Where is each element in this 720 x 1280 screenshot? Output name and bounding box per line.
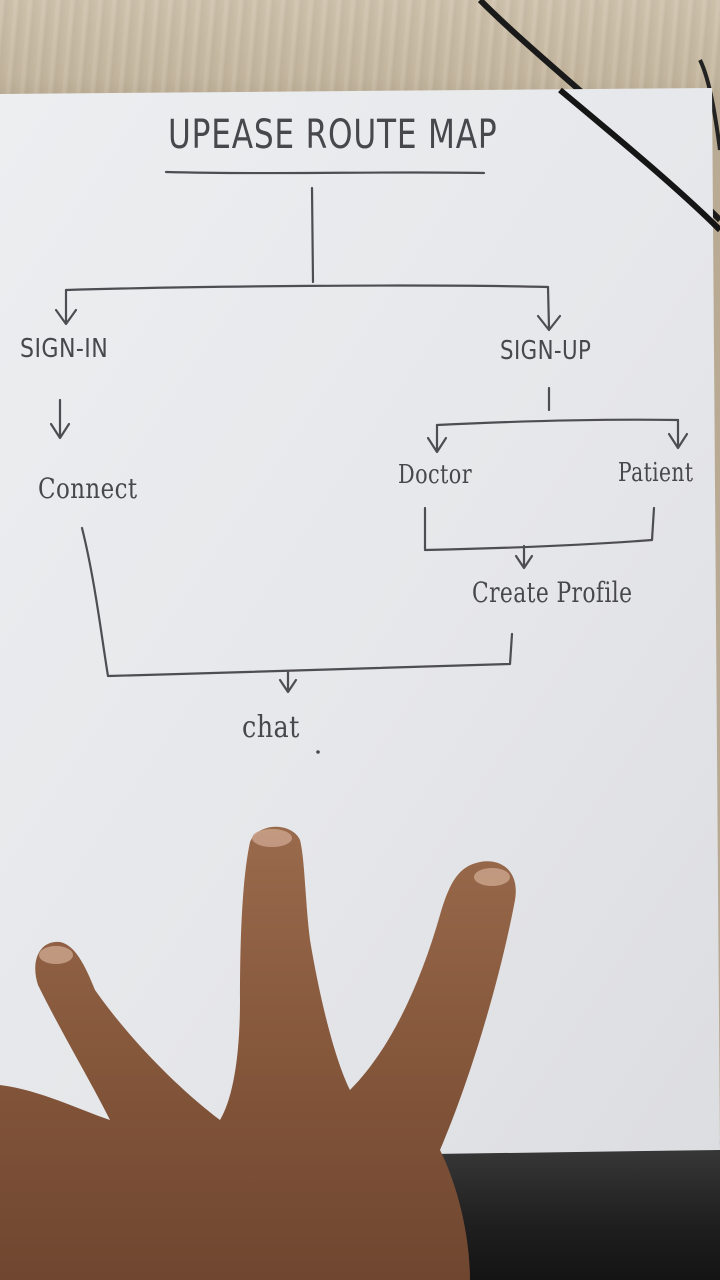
arrow-to-doctor xyxy=(428,425,446,452)
profile-merge-line xyxy=(425,508,654,550)
main-split-line xyxy=(66,286,548,290)
node-sign-in: SIGN-IN xyxy=(20,334,108,364)
node-create-profile: Create Profile xyxy=(472,576,632,609)
arrow-to-patient xyxy=(669,420,687,448)
sign-up-split-line xyxy=(437,420,678,425)
arrow-to-create-profile xyxy=(516,546,532,568)
arrow-to-sign-in xyxy=(56,290,76,324)
node-patient: Patient xyxy=(618,458,693,488)
arrow-to-connect xyxy=(51,400,69,438)
node-chat: chat xyxy=(242,710,300,745)
ink-dot xyxy=(316,750,320,754)
node-doctor: Doctor xyxy=(398,460,472,490)
node-connect: Connect xyxy=(38,472,138,505)
diagram-title: UPEASE ROUTE MAP xyxy=(168,112,497,158)
title-underline xyxy=(166,172,484,173)
node-sign-up: SIGN-UP xyxy=(500,336,591,366)
title-trunk xyxy=(312,188,313,282)
arrow-to-chat xyxy=(280,672,296,692)
arrow-to-sign-up xyxy=(538,287,560,330)
